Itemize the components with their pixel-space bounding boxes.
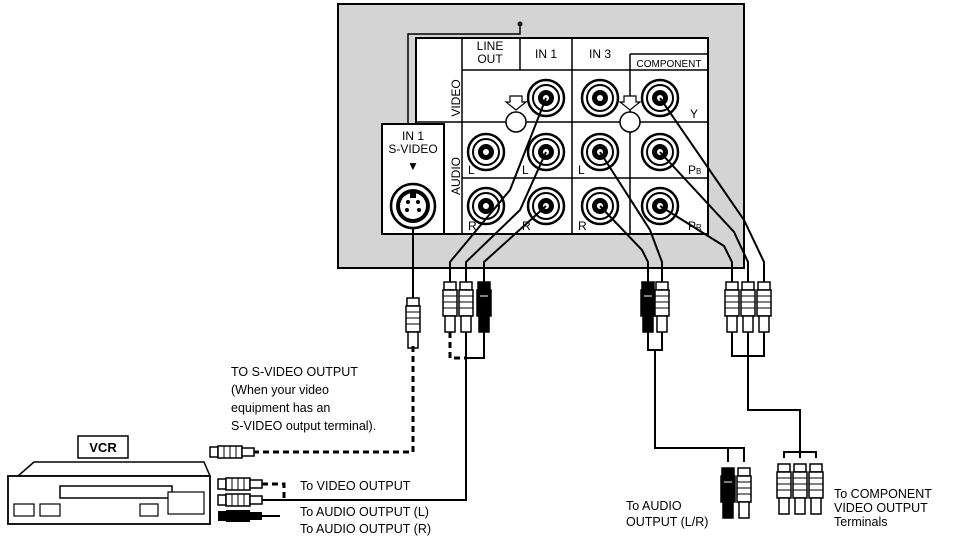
rca-plug — [724, 281, 740, 333]
svideo-label-2: S-VIDEO — [388, 142, 437, 156]
label-l: L — [522, 163, 529, 177]
rca-plug — [654, 281, 670, 333]
audio-label: AUDIO — [449, 157, 463, 195]
svideo-note-2: (When your video — [231, 383, 329, 397]
rca-plug — [792, 463, 808, 515]
svideo-jack[interactable] — [389, 182, 437, 230]
vcr-label-box — [77, 435, 129, 459]
video-output-label: To VIDEO OUTPUT — [300, 479, 411, 493]
svideo-note-4: S-VIDEO output terminal). — [231, 419, 376, 433]
arrow-down-icon — [618, 95, 642, 111]
audio-output-l-label: To AUDIO OUTPUT (L) — [300, 505, 429, 519]
component-out-label-3: Terminals — [834, 515, 888, 529]
rca-plug — [776, 463, 792, 515]
cables — [412, 97, 765, 298]
in3-label: IN 3 — [589, 47, 611, 61]
component-out-label-2: VIDEO OUTPUT — [834, 501, 928, 515]
selector-circle — [619, 111, 641, 133]
svideo-note-1: TO S-VIDEO OUTPUT — [231, 365, 358, 379]
svideo-arrow-icon: ▼ — [407, 159, 419, 173]
rca-plug — [740, 281, 756, 333]
label-r: R — [522, 219, 531, 233]
arrow-down-icon — [504, 95, 528, 111]
rca-plug — [756, 281, 772, 333]
selector-circle — [505, 111, 527, 133]
in1-label: IN 1 — [535, 47, 557, 61]
rca-plug — [808, 463, 824, 515]
line-out-label-1: LINE — [477, 39, 504, 53]
rca-plug — [736, 467, 752, 519]
label-l: L — [468, 163, 475, 177]
label-r: R — [578, 219, 587, 233]
component-out-label-1: To COMPONENT — [834, 487, 932, 501]
svideo-plug — [405, 297, 421, 349]
label-l: L — [578, 163, 585, 177]
rca-plug — [218, 510, 262, 522]
label-y: Y — [690, 107, 698, 121]
video-label: VIDEO — [449, 79, 463, 116]
rca-plug — [720, 467, 736, 519]
rca-plug — [476, 281, 492, 333]
rca-plug — [458, 281, 474, 333]
rca-plug — [217, 493, 263, 507]
audio-output-r-label: To AUDIO OUTPUT (R) — [300, 522, 431, 536]
rca-plug — [217, 477, 263, 491]
audio-lr-label-1: To AUDIO — [626, 499, 682, 513]
component-label: COMPONENT — [637, 59, 702, 70]
vcr-device — [7, 461, 212, 525]
label-pb: PB — [688, 163, 701, 177]
jack-in3-video[interactable] — [580, 78, 620, 118]
vcr-label: VCR — [89, 440, 117, 455]
rca-plug — [442, 281, 458, 333]
audio-lr-label-2: OUTPUT (L/R) — [626, 515, 708, 529]
label-r: R — [468, 219, 477, 233]
svideo-plug — [209, 445, 255, 459]
svideo-note-3: equipment has an — [231, 401, 330, 415]
rca-plug — [640, 281, 656, 333]
line-out-label-2: OUT — [477, 52, 503, 66]
svideo-label-1: IN 1 — [402, 129, 424, 143]
